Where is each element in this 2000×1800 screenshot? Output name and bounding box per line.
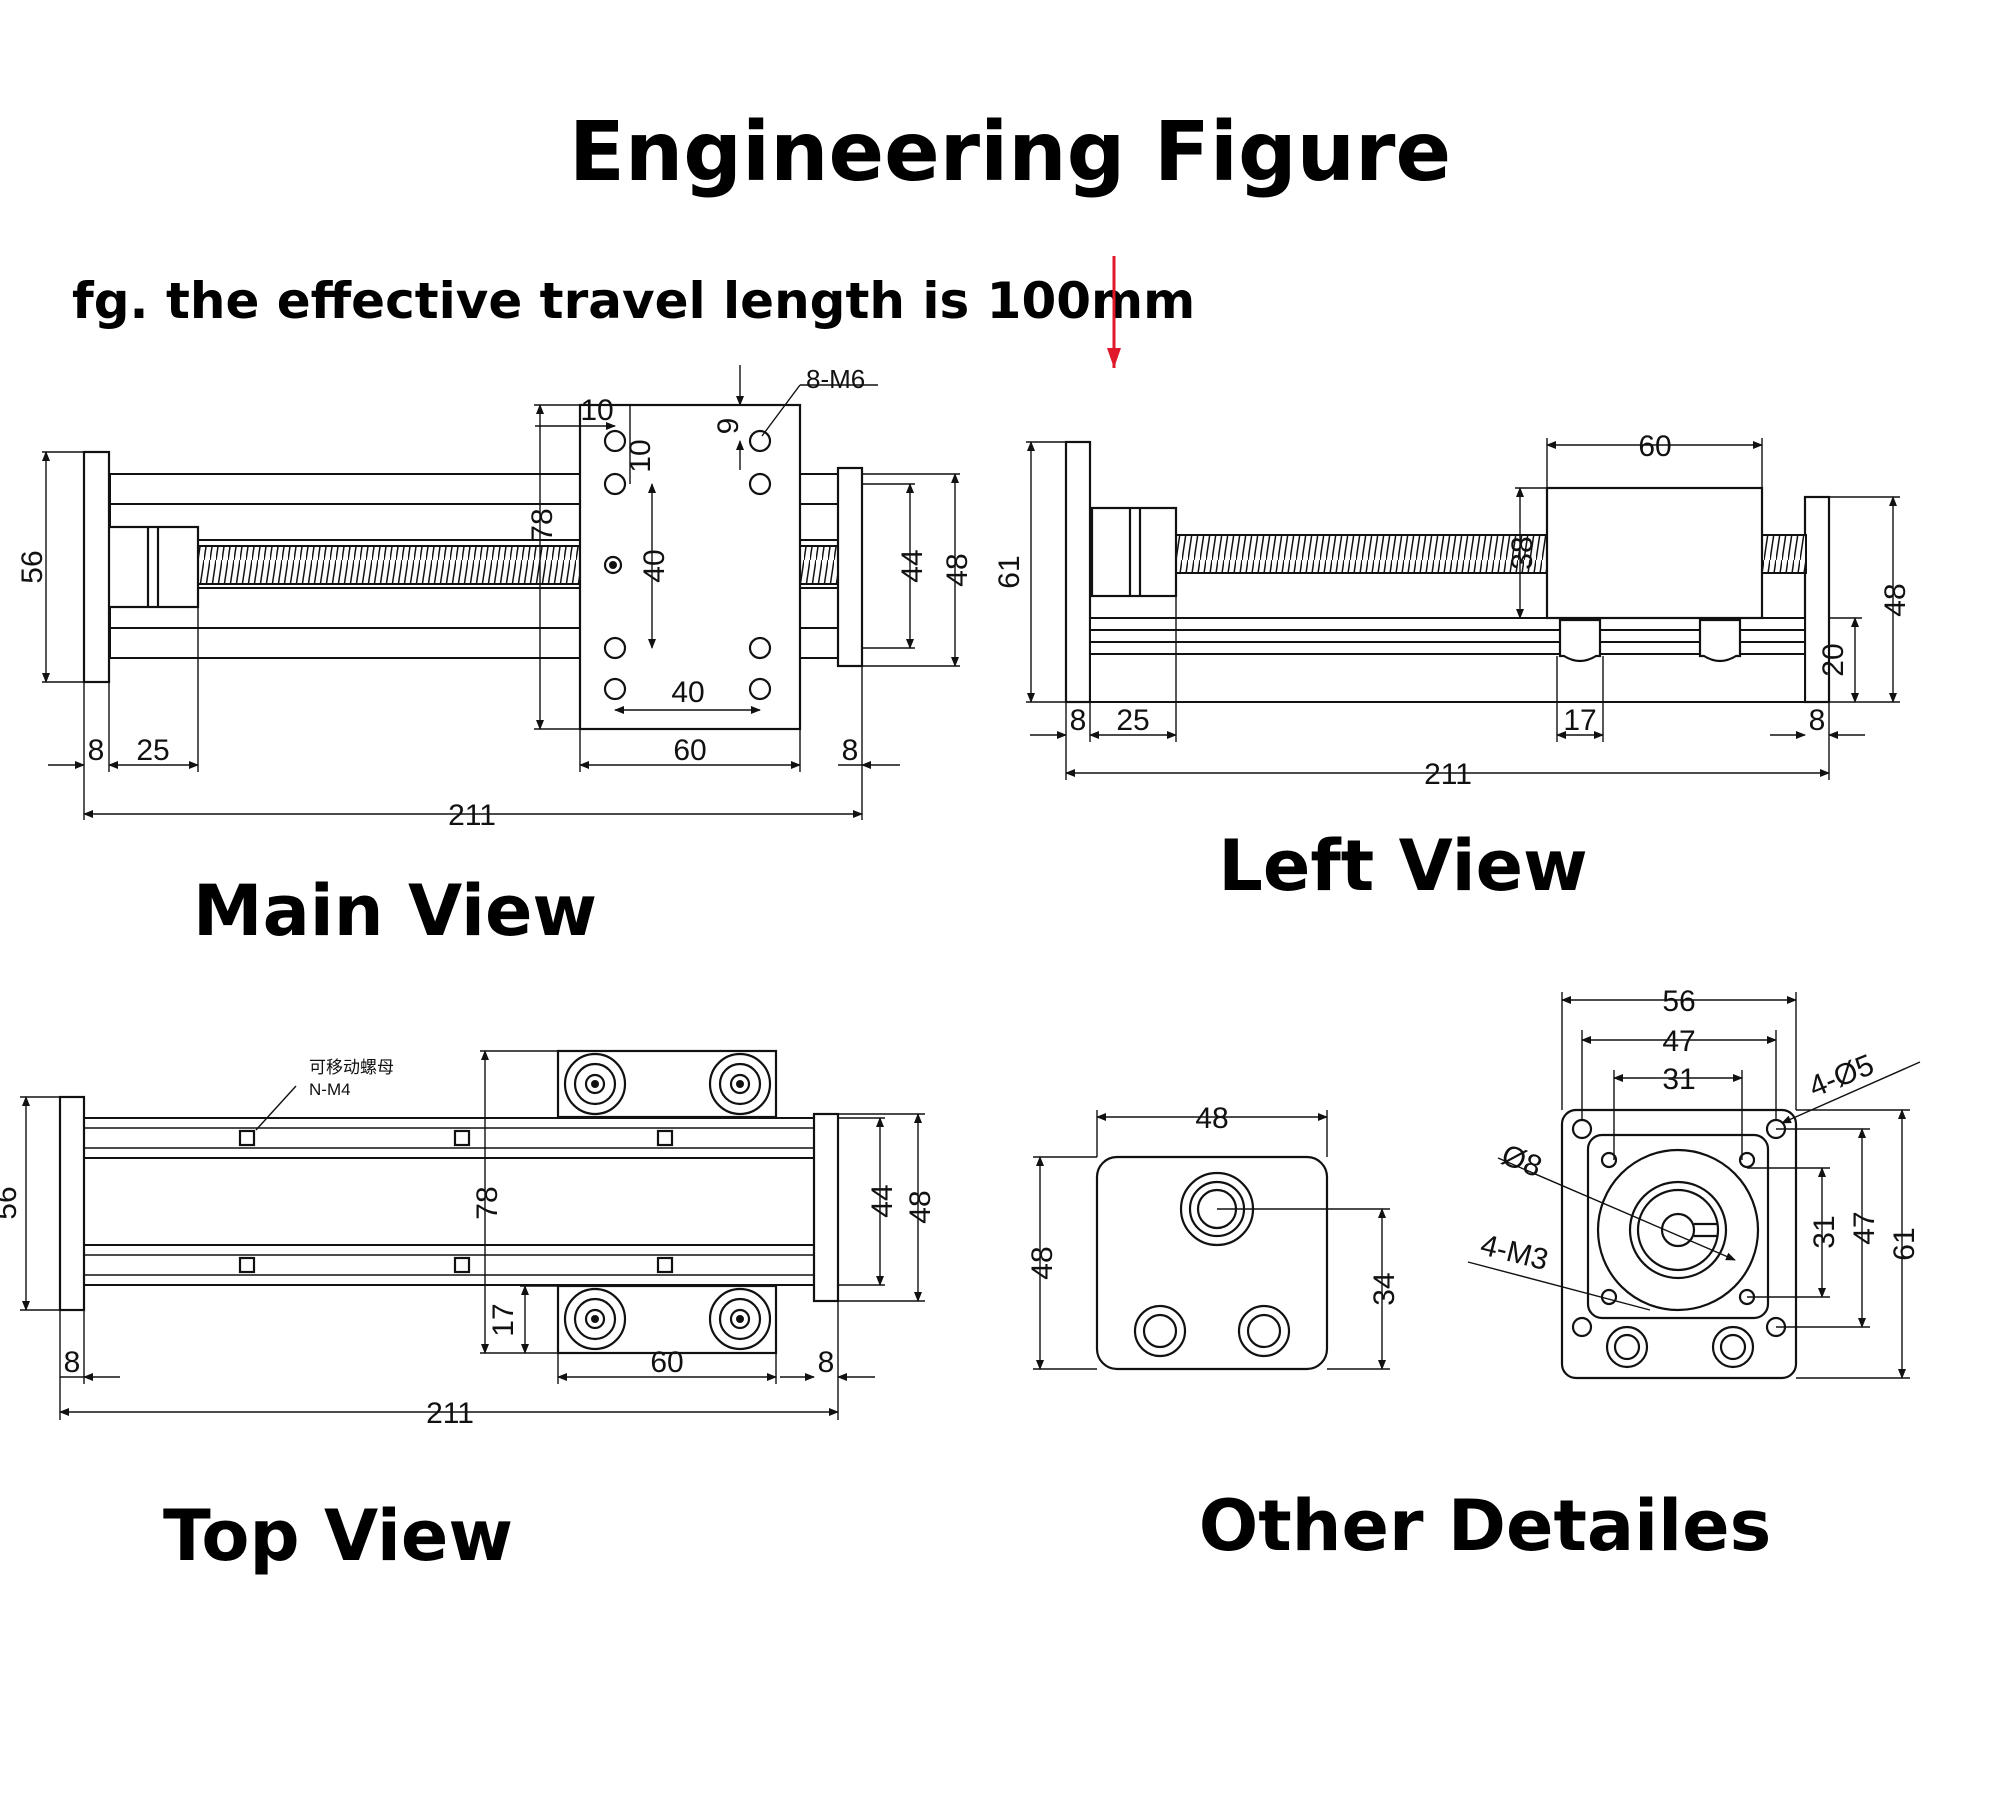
main-dim-9: 9 <box>712 418 745 435</box>
main-holes-label: 8-M6 <box>806 364 865 394</box>
main-end-plate-left <box>82 450 111 684</box>
left-dim-20: 20 <box>1817 643 1850 676</box>
flange-bore-label: Ø8 <box>1497 1138 1546 1184</box>
flange-dim-61: 61 <box>1888 1227 1921 1260</box>
left-lead-screw <box>1174 534 1548 574</box>
top-view: 可移动螺母 N-M4 211 8 60 8 56 78 17 44 <box>0 1049 937 1577</box>
main-dim-44: 44 <box>896 549 929 582</box>
left-dim-60: 60 <box>1638 430 1671 463</box>
top-dim-8-left: 8 <box>64 1346 81 1379</box>
top-dim-211: 211 <box>426 1397 474 1430</box>
main-dim-8-left: 8 <box>88 734 105 767</box>
top-rail-lower <box>83 1244 815 1286</box>
main-view: 211 8 25 60 8 56 78 48 44 40 40 10 <box>16 364 974 952</box>
main-dim-10-b: 10 <box>624 439 657 472</box>
main-dim-8-right: 8 <box>842 734 859 767</box>
left-dim-25: 25 <box>1116 704 1149 737</box>
left-dim-48: 48 <box>1879 583 1912 616</box>
main-dim-56: 56 <box>16 550 49 583</box>
nut-block <box>1095 1155 1329 1371</box>
top-end-plate-right <box>812 1112 840 1303</box>
left-dim-61: 61 <box>993 555 1026 588</box>
left-wheel-1 <box>1558 618 1602 663</box>
left-base-rail <box>1089 653 1806 703</box>
main-dim-48: 48 <box>941 553 974 586</box>
block-dim-48-vertical: 48 <box>1026 1246 1059 1279</box>
main-dim-40-horizontal: 40 <box>671 676 704 709</box>
top-dim-48: 48 <box>904 1190 937 1223</box>
top-rail-upper <box>83 1117 815 1159</box>
left-dim-8-left: 8 <box>1070 704 1087 737</box>
main-end-plate-right <box>836 466 864 668</box>
flange-dim-31-horizontal: 31 <box>1662 1063 1695 1096</box>
main-dim-40-vertical: 40 <box>638 549 671 582</box>
left-view: 211 8 25 17 8 60 61 38 48 20 Left View <box>993 430 1912 907</box>
other-details: 48 48 34 56 47 31 <box>1026 985 1921 1567</box>
block-dim-48-horizontal: 48 <box>1195 1102 1228 1135</box>
main-dim-60: 60 <box>673 734 706 767</box>
left-dim-8-right: 8 <box>1809 704 1826 737</box>
flange-holes-label: 4-Ø5 <box>1804 1048 1878 1104</box>
top-dim-17: 17 <box>487 1303 520 1336</box>
top-view-label: Top View <box>163 1495 513 1577</box>
left-wheel-2 <box>1698 618 1742 663</box>
main-dim-25: 25 <box>136 734 169 767</box>
left-dim-38: 38 <box>1506 536 1539 569</box>
left-dim-211: 211 <box>1424 758 1472 791</box>
block-dim-34: 34 <box>1368 1272 1401 1305</box>
top-end-plate-left <box>58 1095 86 1312</box>
flange-dim-31-vertical: 31 <box>1808 1215 1841 1248</box>
left-end-plate-left <box>1064 440 1092 704</box>
top-dim-60: 60 <box>650 1346 683 1379</box>
top-nut-label: N-M4 <box>309 1080 351 1099</box>
top-dim-56: 56 <box>0 1186 23 1219</box>
flange-dim-47-horizontal: 47 <box>1662 1025 1695 1058</box>
main-dim-211: 211 <box>448 799 496 832</box>
top-dim-8-right: 8 <box>818 1346 835 1379</box>
top-dim-44: 44 <box>866 1184 899 1217</box>
main-dim-10-a: 10 <box>580 394 613 427</box>
left-dim-17: 17 <box>1563 704 1596 737</box>
flange-dim-47-vertical: 47 <box>1848 1211 1881 1244</box>
left-coupling <box>1090 506 1178 598</box>
flange-m3-label: 4-M3 <box>1477 1229 1551 1278</box>
left-view-label: Left View <box>1218 825 1587 907</box>
flange-dim-56: 56 <box>1662 985 1695 1018</box>
main-view-label: Main View <box>193 870 597 952</box>
other-details-label: Other Detailes <box>1199 1485 1772 1567</box>
left-carriage-block <box>1545 486 1764 620</box>
top-dim-78: 78 <box>471 1186 504 1219</box>
main-carriage-plate <box>578 403 802 731</box>
left-end-plate-right <box>1803 495 1831 704</box>
page-title: Engineering Figure <box>569 105 1451 200</box>
main-coupling <box>106 525 200 609</box>
travel-note: fg. the effective travel length is 100mm <box>72 272 1195 330</box>
top-nut-label-cn: 可移动螺母 <box>309 1058 394 1077</box>
main-dim-78: 78 <box>526 508 559 541</box>
